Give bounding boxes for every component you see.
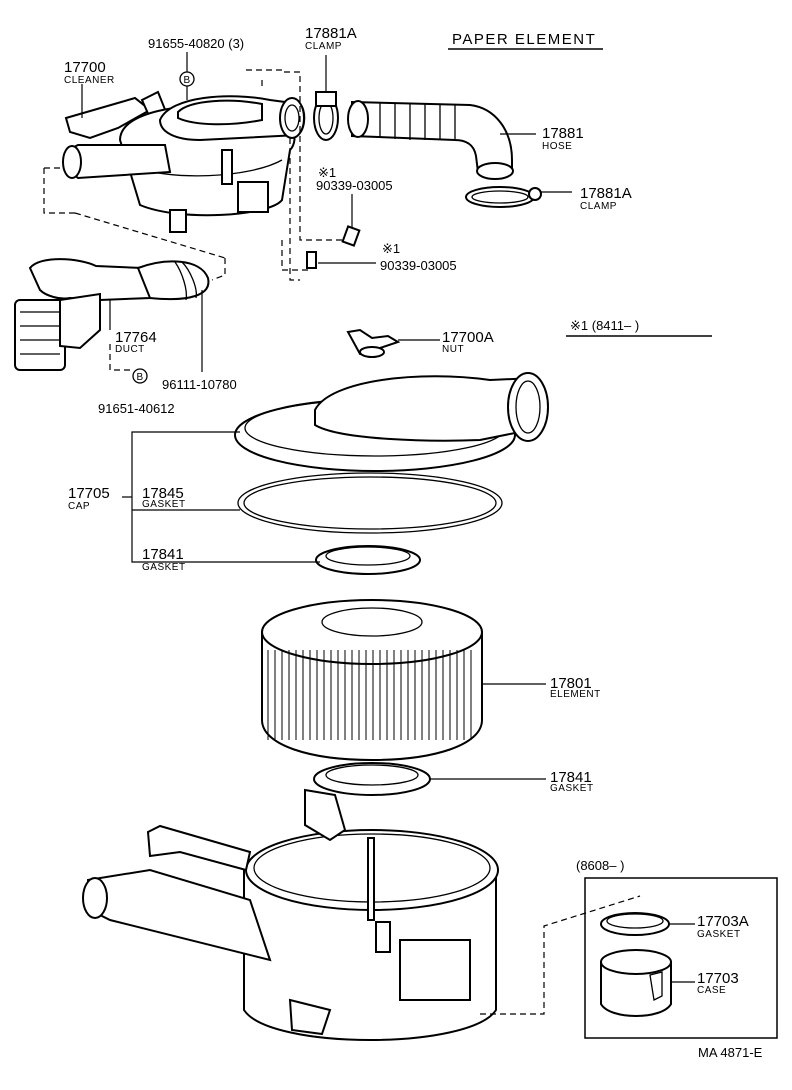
gasket-case-illustration [600, 912, 670, 936]
svg-text:CLAMP: CLAMP [305, 41, 342, 52]
svg-text:17764: 17764 [115, 329, 157, 346]
svg-text:HOSE: HOSE [542, 141, 572, 152]
svg-text:CLEANER: CLEANER [64, 75, 115, 86]
svg-text:90339-03005: 90339-03005 [380, 258, 457, 273]
label-case: 17703 CASE [697, 970, 739, 996]
label-bolt-top: 91655-40820 (3) B [148, 36, 244, 87]
svg-text:17700A: 17700A [442, 329, 494, 346]
gasket-lower-illustration [313, 762, 431, 796]
svg-text:ELEMENT: ELEMENT [550, 689, 601, 700]
cap-illustration [234, 372, 549, 472]
element-illustration [261, 599, 483, 762]
label-element: 17801 ELEMENT [550, 675, 601, 700]
svg-text:17841: 17841 [142, 546, 184, 563]
clamp-right-illustration [465, 186, 542, 208]
case-inset-box [584, 877, 778, 1039]
svg-text:91651-40612: 91651-40612 [98, 401, 175, 416]
hose-illustration [347, 100, 514, 180]
svg-text:17881A: 17881A [305, 25, 357, 42]
svg-text:17703A: 17703A [697, 913, 749, 930]
svg-text:17881A: 17881A [580, 185, 632, 202]
svg-text:17703: 17703 [697, 970, 739, 987]
note-range-2: (8608– ) [576, 858, 624, 873]
pin-2-illustration [306, 251, 317, 269]
label-gasket-lower: 17841 GASKET [550, 769, 594, 794]
gasket-upper-illustration [315, 545, 421, 575]
gasket-cap-illustration [237, 472, 503, 534]
label-pin-1: ※1 90339-03005 [316, 165, 393, 193]
svg-text:B: B [137, 372, 144, 383]
svg-text:GASKET: GASKET [142, 562, 186, 573]
label-hose: 17881 HOSE [542, 125, 584, 152]
svg-text:※1: ※1 [318, 165, 336, 180]
svg-text:NUT: NUT [442, 344, 464, 355]
label-bolt-duct: B 91651-40612 [98, 368, 175, 416]
svg-text:17705: 17705 [68, 485, 110, 502]
label-pin-2: ※1 90339-03005 [380, 241, 457, 273]
svg-text:GASKET: GASKET [697, 929, 741, 940]
svg-text:B: B [184, 75, 191, 86]
svg-text:96111-10780: 96111-10780 [162, 377, 237, 392]
label-hose-clamp: 96111-10780 [162, 377, 237, 392]
duct-illustration [14, 258, 210, 371]
cleaner-assembly-illustration [62, 90, 306, 233]
cleaner-case-illustration [82, 788, 499, 1041]
svg-text:90339-03005: 90339-03005 [316, 178, 393, 193]
svg-text:CLAMP: CLAMP [580, 201, 617, 212]
svg-text:17801: 17801 [550, 675, 592, 692]
label-cleaner: 17700 CLEANER [64, 59, 115, 86]
svg-text:17845: 17845 [142, 485, 184, 502]
label-nut: 17700A NUT [442, 329, 494, 355]
footer-code: MA 4871-E [698, 1045, 763, 1060]
element-pleats [267, 650, 472, 740]
svg-text:91655-40820 (3): 91655-40820 (3) [148, 36, 244, 51]
svg-text:GASKET: GASKET [142, 499, 186, 510]
label-gasket-case: 17703A GASKET [697, 913, 749, 940]
case-illustration [600, 949, 672, 1017]
note-range-1: ※1 (8411– ) [570, 318, 639, 333]
svg-text:※1: ※1 [382, 241, 400, 256]
svg-text:17841: 17841 [550, 769, 592, 786]
label-clamp-top: 17881A CLAMP [305, 25, 357, 52]
pin-1-illustration [341, 225, 361, 247]
diagram-title: PAPER ELEMENT [452, 31, 596, 48]
svg-text:GASKET: GASKET [550, 783, 594, 794]
label-clamp-right: 17881A CLAMP [580, 185, 632, 212]
label-gasket-upper: 17841 GASKET [142, 546, 186, 573]
nut-illustration [346, 328, 401, 358]
svg-text:CAP: CAP [68, 501, 90, 512]
svg-text:DUCT: DUCT [115, 344, 145, 355]
svg-text:CASE: CASE [697, 985, 726, 996]
svg-text:17700: 17700 [64, 59, 106, 76]
label-duct: 17764 DUCT [115, 329, 157, 355]
label-gasket-cap: 17845 GASKET [142, 485, 186, 510]
svg-text:17881: 17881 [542, 125, 584, 142]
clamp-top-illustration [313, 91, 339, 141]
label-cap: 17705 CAP [68, 485, 110, 512]
